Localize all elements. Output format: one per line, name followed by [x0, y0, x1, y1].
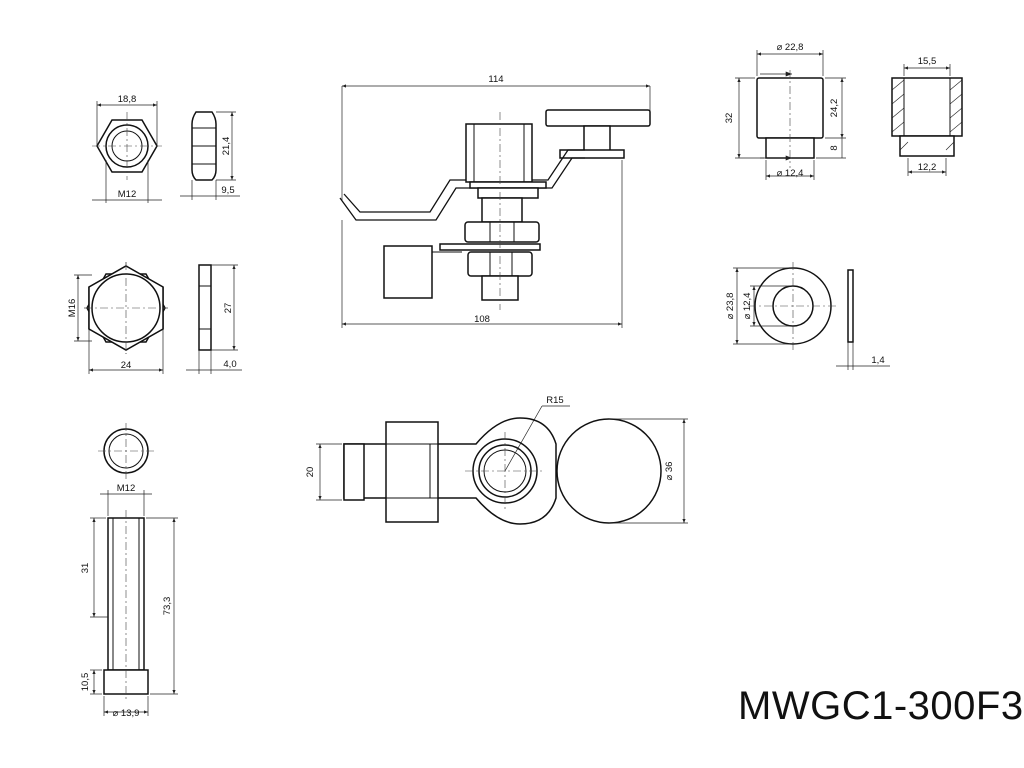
dim-washer-inner: ⌀ 12,4 [742, 293, 753, 320]
handle-top-view [316, 405, 688, 525]
small-nut-top-view [92, 101, 162, 203]
dim-bolt-length-total: 73,3 [162, 597, 173, 616]
dim-bushing-inner-dia: ⌀ 12,4 [777, 168, 804, 179]
dim-washer-inner-value: 12,4 [742, 293, 753, 312]
dim-handle-radius: R15 [546, 395, 563, 406]
dim-bolt-head-dia-value: 13,9 [121, 708, 140, 719]
dim-big-nut-thickness: 4,0 [223, 359, 236, 370]
assembly-side-view [339, 84, 651, 328]
dim-washer-outer-value: 23,8 [725, 293, 736, 312]
dim-bolt-head-height: 10,5 [80, 673, 91, 692]
dim-bushing-outer-dia: ⌀ 22,8 [777, 42, 804, 53]
dim-bushing-outer-dia-value: 22,8 [785, 42, 804, 53]
dim-bolt-head-dia: ⌀ 13,9 [113, 708, 140, 719]
dim-nut-width: 18,8 [118, 94, 137, 105]
dim-bushing-lower: 8 [829, 145, 840, 150]
model-number: MWGC1-300F3 [738, 684, 1024, 728]
washer-view [733, 262, 890, 370]
dim-big-nut-height: 27 [223, 303, 234, 314]
dim-bushing-inner-dia-value: 12,4 [785, 168, 804, 179]
sleeve-section-view [891, 64, 963, 176]
dim-sleeve-outer: 15,5 [918, 56, 937, 67]
dim-big-nut-width: 24 [121, 360, 132, 371]
dim-big-nut-thread: M16 [67, 299, 78, 317]
dim-knob-dia-value: 36 [664, 462, 675, 473]
large-nut-side-view [186, 264, 242, 374]
dim-nut-height: 21,4 [221, 137, 232, 156]
dim-nut-thickness: 9,5 [221, 185, 234, 196]
small-nut-side-view [180, 111, 240, 200]
dim-overall-length-top: 114 [488, 74, 503, 85]
dim-overall-length-bottom: 108 [474, 314, 490, 325]
dim-washer-outer: ⌀ 23,8 [725, 293, 736, 320]
dim-nut-thread: M12 [118, 189, 136, 200]
dim-bolt-length-short: 31 [80, 563, 91, 574]
bushing-view [735, 50, 846, 180]
dim-bolt-thread: M12 [117, 483, 135, 494]
dim-washer-thickness: 1,4 [871, 355, 884, 366]
dim-bushing-height: 32 [724, 113, 735, 124]
dim-knob-dia: ⌀ 36 [664, 462, 675, 481]
bolt-side-view [90, 490, 178, 716]
dim-bushing-upper: 24,2 [829, 99, 840, 118]
bolt-end-view [98, 423, 154, 479]
dim-handle-width: 20 [305, 467, 316, 478]
dim-sleeve-inner: 12,2 [918, 162, 937, 173]
